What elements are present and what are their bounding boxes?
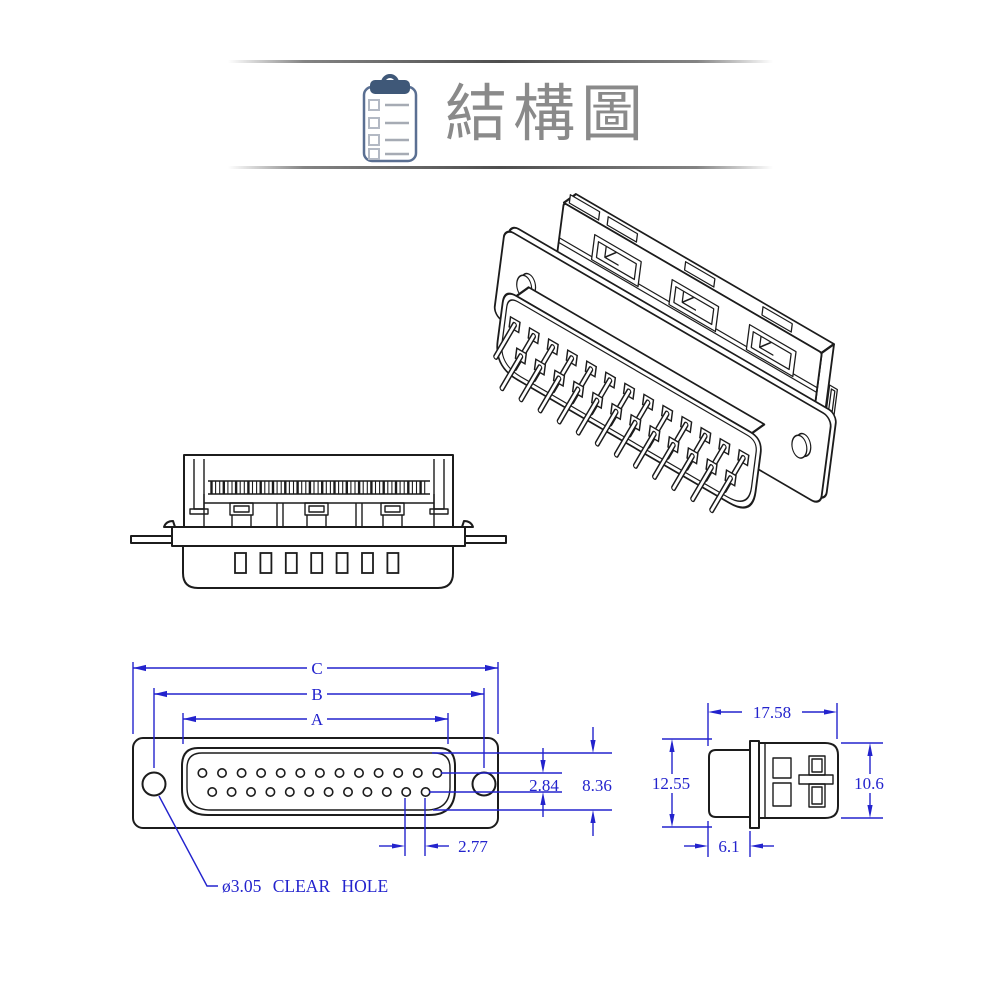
front-flange (132, 737, 499, 829)
dim-label-pin-pitch: 2.77 (458, 837, 488, 856)
profile-flange (749, 740, 760, 829)
dim-label-c: C (311, 659, 322, 678)
rear-latch-tabs (229, 502, 405, 527)
rear-wing-right (460, 535, 507, 544)
profile-latch (798, 755, 834, 808)
front-pin-field (197, 767, 443, 797)
iso-latch-windows (590, 233, 797, 378)
rear-flange (171, 526, 466, 547)
dim-label-face-height: 8.36 (582, 776, 612, 795)
iso-pin-field (493, 315, 750, 514)
checklist-boxes (368, 99, 380, 160)
iso-cap (554, 193, 838, 444)
iso-mount-hole-right (791, 434, 808, 459)
mount-hole-left (141, 771, 167, 797)
dim-label-front-depth: 6.1 (718, 837, 739, 856)
rear-view (130, 454, 507, 589)
front-view-dimensions: C B A 2.84 8.36 2.77 ø3.05 C (132, 659, 612, 896)
separator-bottom (228, 166, 773, 169)
page-title: 結構圖 (445, 77, 650, 150)
profile-view (708, 740, 839, 829)
dim-label-body-height: 10.6 (854, 774, 884, 793)
rear-wing-left (130, 535, 177, 544)
isometric-view (493, 193, 838, 514)
iso-shell (493, 286, 766, 514)
profile-body (758, 742, 839, 819)
profile-view-dimensions: 17.58 12.55 10.6 6.1 (644, 703, 893, 857)
separator-top (228, 60, 773, 63)
rear-dividers (276, 503, 363, 527)
rear-shell (182, 545, 454, 589)
checklist-lines (385, 103, 409, 156)
dim-label-row-gap: 2.84 (529, 776, 559, 795)
clipboard-icon (362, 74, 418, 163)
clipboard-clip (370, 80, 410, 94)
dim-label-flange-height: 12.55 (652, 774, 690, 793)
front-view (132, 737, 499, 829)
dim-label-length: 17.58 (753, 703, 791, 722)
wire-comb-teeth (210, 481, 426, 494)
dim-label-a: A (311, 710, 324, 729)
profile-shell (708, 749, 751, 818)
dim-label-b: B (311, 685, 322, 704)
clear-hole-note: ø3.05 CLEAR HOLE (222, 876, 388, 896)
rear-shell-slots (234, 552, 400, 574)
